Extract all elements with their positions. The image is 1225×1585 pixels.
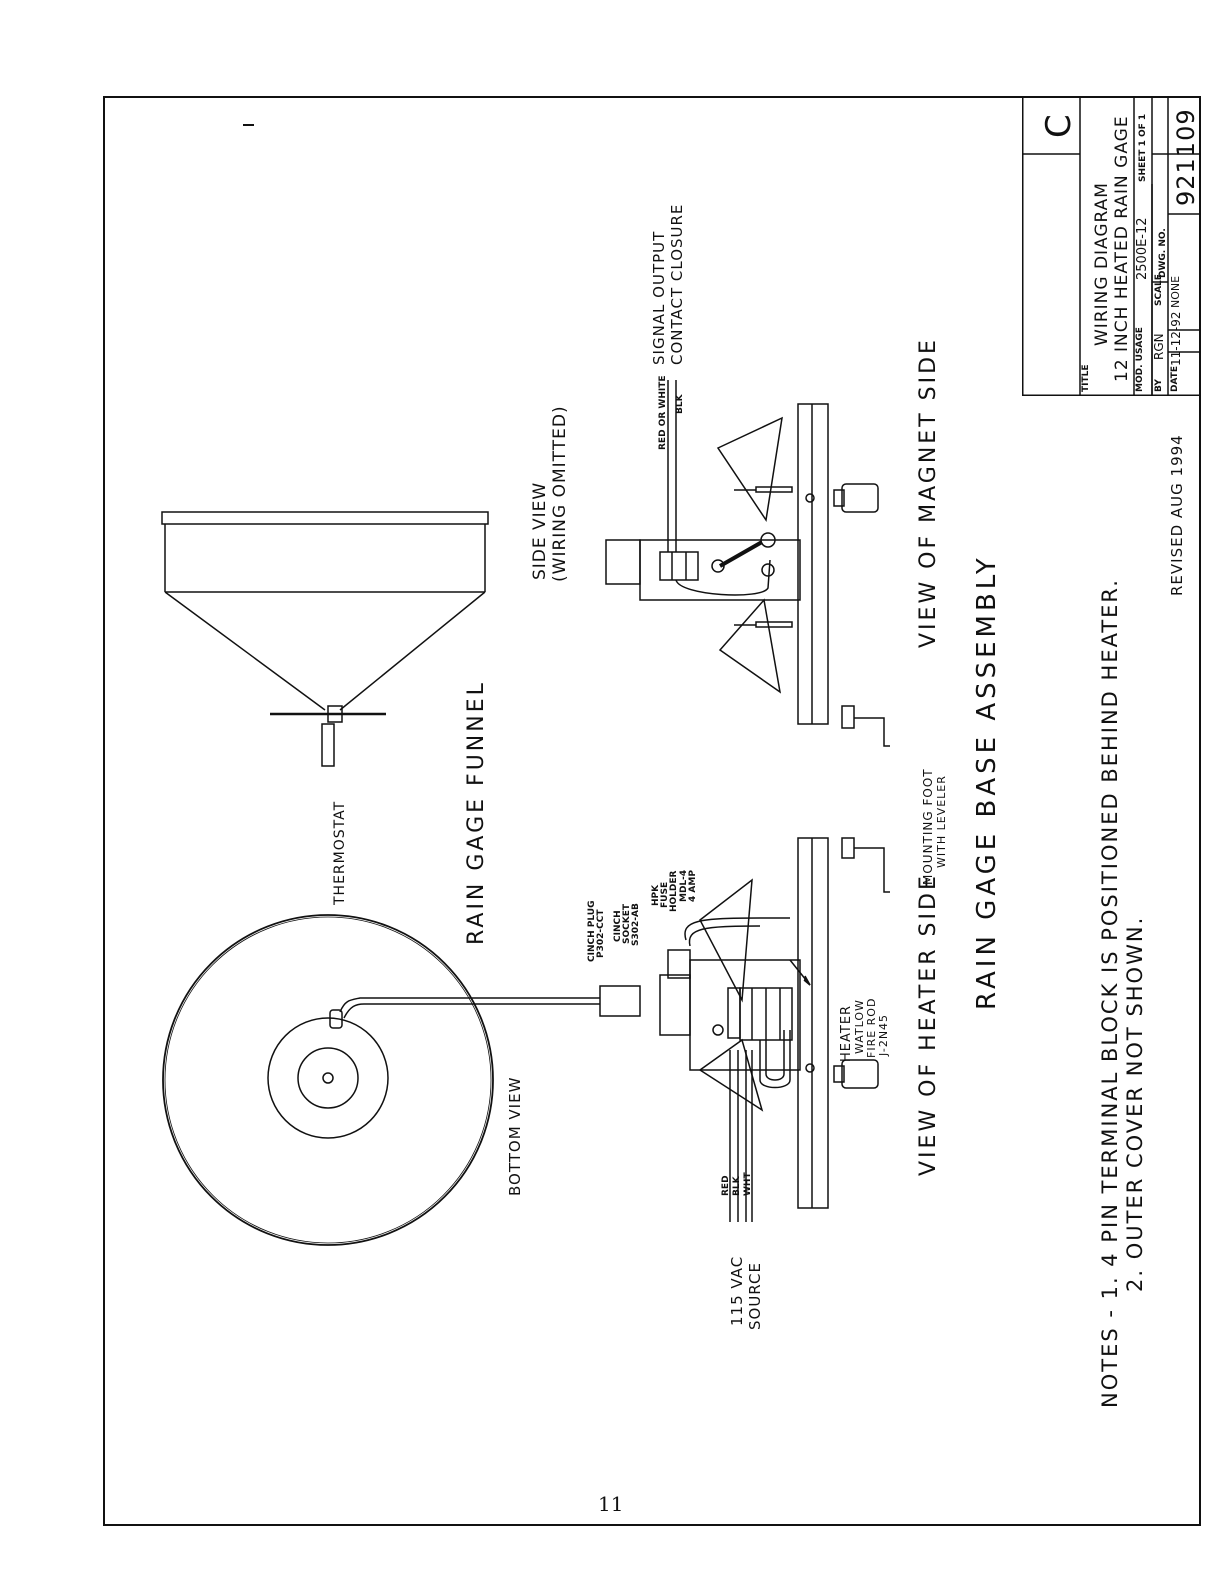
heater-label-line4: J-2N45 [877, 1013, 890, 1056]
vac-source-label-line1: 115 VAC [728, 1255, 746, 1326]
title-block: C TITLE WIRING DIAGRAM 12 INCH HEATED RA… [1022, 96, 1201, 396]
wire-red-label: RED [721, 1175, 731, 1196]
page-number: 11 [598, 1492, 624, 1516]
title-line-2: 12 INCH HEATED RAIN GAGE [1112, 115, 1132, 382]
wire-blk-label: BLK [732, 1176, 742, 1196]
view-magnet-side-label: VIEW OF MAGNET SIDE [916, 337, 941, 648]
date-label: DATE [1170, 365, 1180, 392]
heater-label-line2: WATLOW [853, 999, 866, 1054]
by-label: BY [1154, 379, 1164, 392]
plug-label-line2: P302-CCT [596, 909, 606, 958]
vac-source-label-line2: SOURCE [746, 1262, 764, 1330]
scale-value: NONE [1169, 275, 1182, 308]
view-heater-side-label: VIEW OF HEATER SIDE [916, 873, 941, 1176]
magnet-side-base [605, 380, 890, 747]
side-view-label-line2: (WIRING OMITTED) [550, 405, 570, 582]
heater-side-base [599, 837, 890, 1222]
date-value: 11-12-92 [1169, 311, 1183, 366]
scale-label: SCALE [1154, 274, 1164, 306]
wire-wht-label: WHT [743, 1172, 753, 1196]
title-line-1: WIRING DIAGRAM [1092, 182, 1112, 346]
revision-letter: C [1039, 114, 1079, 138]
sheet-label: SHEET 1 OF 1 [1138, 113, 1148, 182]
by-value: RGN [1152, 333, 1166, 360]
mod-usage-label: MOD. USAGE [1135, 327, 1145, 392]
mounting-foot-label-line2: WITH LEVELER [935, 775, 948, 868]
socket-label-line3: S302-AB [631, 903, 641, 946]
dwg-label: DWG. NO. [1158, 228, 1168, 278]
mod-usage-value: 2500E-12 [1135, 217, 1150, 280]
fuse-label-line3: HOLDER [669, 870, 679, 912]
mounting-foot-label-line1: MOUNTING FOOT [921, 768, 935, 885]
note-line-1: NOTES - 1. 4 PIN TERMINAL BLOCK IS POSIT… [1098, 578, 1122, 1408]
drawing-frame [103, 96, 1201, 1526]
signal-output-label-line1: SIGNAL OUTPUT [650, 230, 668, 365]
bottom-view-drawing [162, 914, 600, 1246]
heater-label-line3: FIRE ROD [865, 997, 878, 1058]
drawing-number: 921109 [1172, 108, 1200, 206]
base-assembly-label: RAIN GAGE BASE ASSEMBLY [972, 554, 1002, 1010]
thermostat-label: THERMOSTAT [332, 800, 348, 905]
signal-output-label-line2: CONTACT CLOSURE [668, 203, 686, 365]
side-view-label-line1: SIDE VIEW [530, 481, 550, 580]
bottom-view-label: BOTTOM VIEW [506, 1076, 524, 1196]
heater-label-line1: HEATER [839, 1004, 854, 1062]
signal-wire-label-2: BLK [675, 394, 685, 414]
note-line-2: 2. OUTER COVER NOT SHOWN. [1123, 915, 1147, 1292]
rain-gage-funnel-label: RAIN GAGE FUNNEL [464, 680, 489, 945]
revised-label: REVISED AUG 1994 [1168, 434, 1186, 596]
signal-wire-label-1: RED OR WHITE [658, 375, 668, 451]
fuse-label-line5: 4 AMP [688, 870, 698, 902]
title-label: TITLE [1081, 364, 1091, 392]
funnel-drawing [161, 511, 489, 767]
